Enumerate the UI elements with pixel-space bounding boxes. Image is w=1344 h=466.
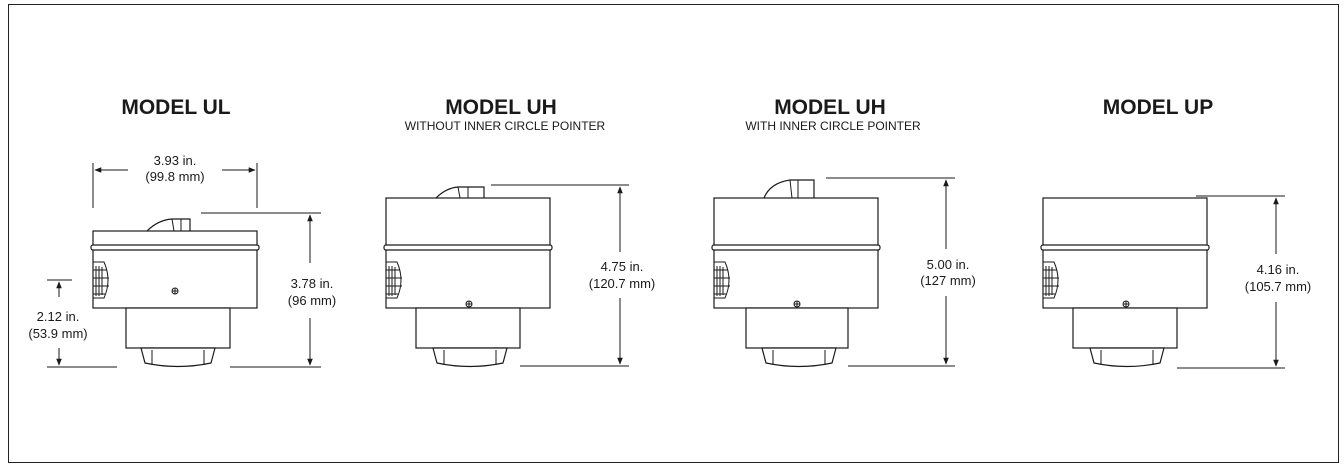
model-ul-side-inches: 2.12 in. [37, 309, 80, 324]
model-ul-nut [140, 347, 216, 368]
model-ul-neck [125, 307, 231, 349]
model-uh1-neck [415, 307, 521, 349]
model-ul: MODEL UL 3.93 in. (99.8 mm) 3.78 in. (96… [28, 96, 336, 368]
model-ul-side-mm: (53.9 mm) [28, 326, 87, 341]
model-uh-without-title: MODEL UH [445, 96, 557, 119]
model-up-title: MODEL UP [1103, 96, 1213, 119]
model-ul-head [92, 230, 258, 309]
model-uh1-height-inches: 4.75 in. [601, 259, 644, 274]
model-uh2-pointer-cap [763, 179, 815, 199]
model-ul-cap-detail [171, 218, 182, 232]
model-ul-band [90, 244, 260, 251]
model-up-conduit [1043, 261, 1059, 299]
model-up-height-mm: (105.7 mm) [1245, 279, 1311, 294]
model-uh2-head [713, 197, 879, 309]
model-uh1-band [383, 244, 553, 251]
model-uh2-conduit [714, 261, 730, 299]
model-ul-conduit [93, 261, 109, 299]
model-uh1-height-mm: (120.7 mm) [589, 276, 655, 291]
model-uh-without-subtitle: WITHOUT INNER CIRCLE POINTER [405, 119, 606, 133]
model-ul-pointer-cap [146, 218, 191, 232]
model-uh-with-pointer: MODEL UH WITH INNER CIRCLE POINTER 5.00 … [711, 96, 976, 368]
model-uh-with-subtitle: WITH INNER CIRCLE POINTER [745, 119, 921, 133]
model-ul-width-mm: (99.8 mm) [145, 169, 204, 184]
model-uh2-band [711, 244, 881, 251]
model-up-band [1040, 244, 1210, 251]
model-uh-without-pointer: MODEL UH WITHOUT INNER CIRCLE POINTER 4.… [383, 96, 655, 368]
model-uh1-head [385, 197, 551, 309]
model-ul-width-inches: 3.93 in. [154, 153, 197, 168]
model-up-nut [1089, 347, 1165, 368]
model-ul-height-inches: 3.78 in. [291, 276, 334, 291]
model-uh1-conduit [386, 261, 402, 299]
model-up-height-inches: 4.16 in. [1257, 262, 1300, 277]
model-uh2-neck [745, 307, 849, 349]
model-ul-title: MODEL UL [121, 96, 230, 119]
model-up-neck [1072, 307, 1178, 349]
model-up: MODEL UP 4.16 in. (105.7 mm) [1040, 96, 1311, 369]
model-ul-height-mm: (96 mm) [288, 293, 336, 308]
model-uh-with-title: MODEL UH [774, 96, 886, 119]
model-uh2-height-mm: (127 mm) [920, 273, 976, 288]
model-uh1-nut [432, 347, 508, 368]
model-uh2-nut [761, 347, 837, 368]
model-up-head [1042, 197, 1208, 309]
model-uh2-height-inches: 5.00 in. [927, 257, 970, 272]
